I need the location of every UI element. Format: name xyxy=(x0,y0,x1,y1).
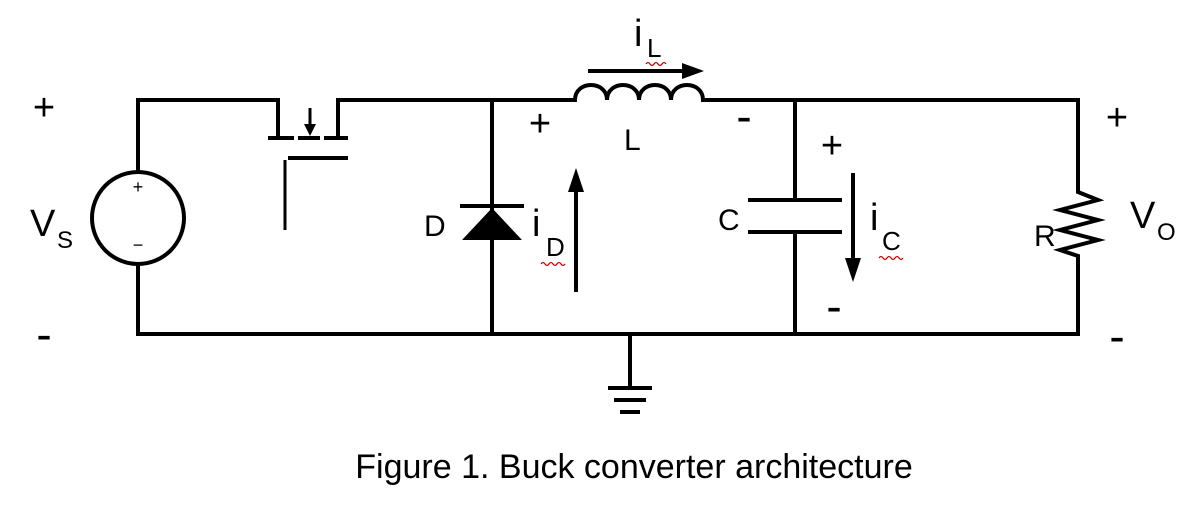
capacitor-symbol xyxy=(748,98,842,336)
resistor-symbol xyxy=(1052,98,1106,336)
output-plus-sign: + xyxy=(1106,97,1128,139)
source-inner-minus: − xyxy=(133,235,144,255)
output-minus-sign: - xyxy=(1109,310,1124,362)
inductor-current-arrow xyxy=(588,63,704,79)
capacitor-plus-sign: + xyxy=(821,125,843,167)
figure-caption: Figure 1. Buck converter architecture xyxy=(355,448,912,486)
source-label-sub: S xyxy=(57,227,73,254)
capacitor-minus-sign: - xyxy=(826,280,841,332)
input-minus-sign: - xyxy=(36,308,51,360)
capacitor-current-squiggle xyxy=(878,255,904,261)
diode-symbol xyxy=(460,98,524,336)
diode-current-sub: D xyxy=(546,232,565,262)
input-plus-sign: + xyxy=(33,87,55,129)
diode-current-arrow xyxy=(568,168,584,292)
capacitor-current-label: i xyxy=(870,197,878,239)
mosfet-switch-symbol xyxy=(268,98,348,230)
capacitor-current-sub: C xyxy=(882,226,901,256)
inductor-label: L xyxy=(624,124,641,157)
source-inner-plus: + xyxy=(133,177,144,197)
inductor-current-sub: L xyxy=(647,33,661,63)
diode-current-label: i xyxy=(532,203,540,245)
inductor-minus-sign: - xyxy=(736,90,751,142)
voltage-source-symbol xyxy=(90,170,186,266)
source-label: V xyxy=(30,203,56,245)
inductor-current-squiggle xyxy=(645,61,667,67)
diode-label: D xyxy=(424,210,446,243)
output-label-sub: O xyxy=(1157,219,1176,246)
inductor-symbol xyxy=(572,83,706,103)
diode-current-squiggle xyxy=(540,261,566,267)
inductor-plus-sign: + xyxy=(529,103,551,145)
inductor-current-label: i xyxy=(634,13,642,55)
capacitor-label: C xyxy=(718,204,740,237)
resistor-label: R xyxy=(1034,220,1056,253)
top-wire-left xyxy=(136,98,280,174)
capacitor-current-arrow xyxy=(845,173,861,282)
output-label: V xyxy=(1130,195,1156,237)
ground-symbol xyxy=(608,332,652,414)
